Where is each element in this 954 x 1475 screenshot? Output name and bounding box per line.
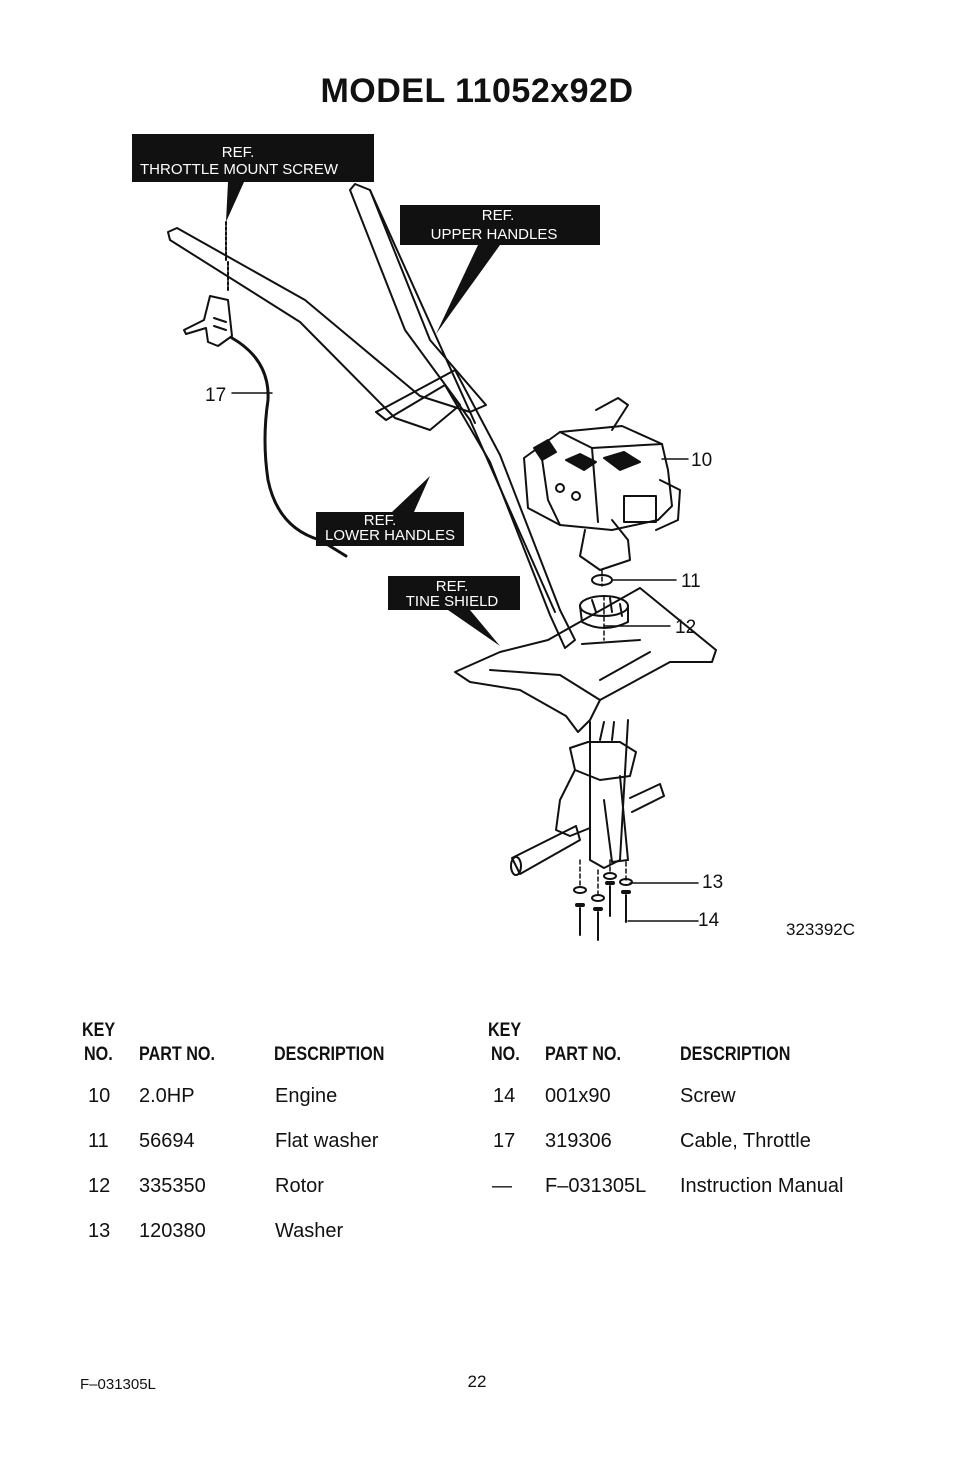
left-no-header: NO. xyxy=(84,1044,113,1065)
svg-text:LOWER HANDLES: LOWER HANDLES xyxy=(325,527,455,544)
ref-tine-shield-label: REF. TINE SHIELD xyxy=(388,576,520,646)
table-row-key: — xyxy=(492,1175,512,1197)
table-row-key: 10 xyxy=(88,1085,111,1107)
callout-17: 17 xyxy=(205,385,226,406)
ref-throttle-mount-screw-label: REF. THROTTLE MOUNT SCREW xyxy=(132,134,374,222)
drawing-number: 323392C xyxy=(786,920,855,939)
svg-text:UPPER HANDLES: UPPER HANDLES xyxy=(431,226,558,243)
screw-drawing xyxy=(579,885,627,941)
tine-shield-drawing xyxy=(454,587,717,733)
callout-14: 14 xyxy=(698,910,720,931)
lower-handle-drawing xyxy=(375,369,576,649)
throttle-cable-drawing xyxy=(230,336,348,558)
svg-text:TINE SHIELD: TINE SHIELD xyxy=(406,593,499,610)
table-row-part: 120380 xyxy=(139,1220,206,1242)
table-row-key: 11 xyxy=(88,1130,109,1152)
table-row-desc: Washer xyxy=(275,1220,344,1242)
table-row-desc: Cable, Throttle xyxy=(680,1130,811,1152)
left-key-header: KEY xyxy=(82,1020,116,1041)
table-row-part: 56694 xyxy=(139,1130,195,1152)
callout-13: 13 xyxy=(702,872,723,893)
washer-drawing xyxy=(573,886,587,894)
callout-10: 10 xyxy=(691,450,712,471)
table-row-desc: Screw xyxy=(680,1085,736,1107)
page-number: 22 xyxy=(467,1372,487,1391)
throttle-mount-screw-drawing xyxy=(225,221,229,291)
throttle-mount-drawing xyxy=(183,295,233,347)
table-row-key: 17 xyxy=(493,1130,516,1152)
right-desc-header: DESCRIPTION xyxy=(680,1044,791,1065)
table-row-part: 2.0HP xyxy=(139,1085,195,1107)
callout-12: 12 xyxy=(675,617,696,638)
table-row-desc: Flat washer xyxy=(275,1130,379,1152)
left-desc-header: DESCRIPTION xyxy=(274,1044,385,1065)
table-row-key: 14 xyxy=(493,1085,516,1107)
table-row-desc: Instruction Manual xyxy=(680,1175,844,1197)
svg-text:REF.: REF. xyxy=(364,512,397,529)
table-row-desc: Rotor xyxy=(275,1175,324,1197)
svg-text:THROTTLE MOUNT SCREW: THROTTLE MOUNT SCREW xyxy=(140,161,339,178)
table-row-part: 001x90 xyxy=(545,1085,611,1107)
ref-lower-handles-label: REF. LOWER HANDLES xyxy=(316,476,464,546)
svg-text:REF.: REF. xyxy=(482,207,515,224)
svg-text:REF.: REF. xyxy=(436,578,469,595)
table-row-part: 335350 xyxy=(139,1175,206,1197)
table-row-key: 12 xyxy=(88,1175,111,1197)
table-row-desc: Engine xyxy=(275,1085,338,1107)
right-key-header: KEY xyxy=(488,1020,522,1041)
page-title: MODEL 11052x92D xyxy=(320,72,634,110)
left-part-header: PART NO. xyxy=(139,1044,215,1065)
table-row-part: F–031305L xyxy=(545,1175,647,1197)
right-part-header: PART NO. xyxy=(545,1044,621,1065)
footer-doc-number: F–031305L xyxy=(80,1376,156,1393)
ref-upper-handles-label: REF. UPPER HANDLES xyxy=(400,205,600,334)
exploded-parts-diagram: REF. THROTTLE MOUNT SCREW REF. UPPER HAN… xyxy=(132,134,855,941)
gearbox-drawing xyxy=(510,719,665,876)
upper-handle-drawing xyxy=(167,183,487,431)
parts-table: KEY NO. PART NO. DESCRIPTION KEY NO. PAR… xyxy=(0,1018,954,1278)
table-row-key: 13 xyxy=(88,1220,111,1242)
callout-11: 11 xyxy=(681,571,701,592)
engine-drawing xyxy=(523,397,681,571)
svg-text:REF.: REF. xyxy=(222,144,255,161)
table-row-part: 319306 xyxy=(545,1130,612,1152)
right-no-header: NO. xyxy=(491,1044,520,1065)
